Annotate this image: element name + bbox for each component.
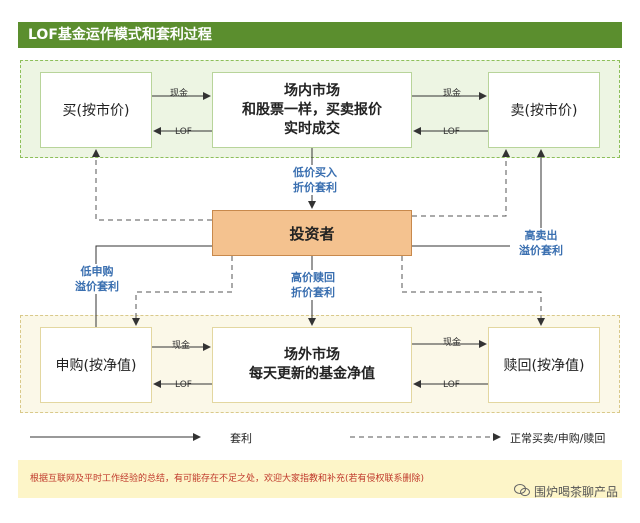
low-buy-line1: 低价买入 xyxy=(293,166,337,179)
on-exchange-market-box: 场内市场 和股票一样，买卖报价 实时成交 xyxy=(212,72,412,148)
buy-at-market-label: 买(按市价) xyxy=(62,103,130,119)
top-cash-label: 现金 xyxy=(170,89,189,99)
page-title: LOF基金运作模式和套利过程 xyxy=(18,22,622,48)
high-sell-line1: 高卖出 xyxy=(524,229,558,242)
sell-at-market-box: 卖(按市价) xyxy=(488,72,600,148)
off-exchange-desc: 每天更新的基金净值 xyxy=(249,366,375,382)
top-lof-label-right: LOF xyxy=(443,127,460,137)
high-redeem-annotation: 高价赎回 折价套利 xyxy=(283,270,343,300)
low-subscribe-line2: 溢价套利 xyxy=(75,280,119,293)
normal-buy-dashed xyxy=(92,149,212,221)
watermark: 围炉喝茶聊产品 xyxy=(513,483,618,500)
bot-cash-label-right: 现金 xyxy=(443,338,462,348)
on-exchange-desc-1: 和股票一样，买卖报价 xyxy=(242,101,382,118)
on-exchange-desc-2: 实时成交 xyxy=(284,120,340,137)
high-sell-line2: 溢价套利 xyxy=(519,244,563,257)
low-subscribe-annotation: 低申购 溢价套利 xyxy=(68,264,126,294)
investor-label: 投资者 xyxy=(289,224,335,243)
watermark-text: 围炉喝茶聊产品 xyxy=(533,485,618,499)
redeem-box: 赎回(按净值) xyxy=(488,327,600,403)
sell-at-market-label: 卖(按市价) xyxy=(510,103,578,119)
low-buy-annotation: 低价买入 折价套利 xyxy=(285,165,345,195)
low-subscribe-path xyxy=(95,245,212,327)
disclaimer-note: 根据互联网及平时工作经验的总结，有可能存在不足之处，欢迎大家指教和补充(若有侵权… xyxy=(18,460,622,498)
on-exchange-title: 场内市场 xyxy=(284,82,340,99)
legend-dashed-label: 正常买卖/申购/赎回 xyxy=(510,432,606,445)
high-redeem-line1: 高价赎回 xyxy=(291,271,335,284)
high-redeem-line2: 折价套利 xyxy=(291,286,335,299)
high-sell-annotation: 高卖出 溢价套利 xyxy=(510,228,572,258)
subscribe-label: 申购(按净值) xyxy=(55,358,137,374)
redeem-label: 赎回(按净值) xyxy=(503,358,585,374)
bot-lof-label-right: LOF xyxy=(443,380,460,390)
bot-cash-label: 现金 xyxy=(172,341,191,351)
wechat-icon xyxy=(513,483,530,500)
normal-redeem-dashed xyxy=(401,256,545,326)
legend-solid-label: 套利 xyxy=(230,432,252,445)
investor-box: 投资者 xyxy=(212,210,412,256)
subscribe-box: 申购(按净值) xyxy=(40,327,152,403)
off-exchange-title: 场外市场 xyxy=(284,347,340,363)
off-exchange-market-box: 场外市场 每天更新的基金净值 xyxy=(212,327,412,403)
buy-at-market-box: 买(按市价) xyxy=(40,72,152,148)
low-subscribe-line1: 低申购 xyxy=(80,265,114,278)
top-lof-label: LOF xyxy=(175,127,192,137)
normal-subscribe-dashed xyxy=(132,256,233,326)
normal-sell-dashed xyxy=(412,149,510,217)
low-buy-line2: 折价套利 xyxy=(293,181,337,194)
bot-lof-label: LOF xyxy=(175,380,192,390)
top-cash-label-right: 现金 xyxy=(443,89,462,99)
